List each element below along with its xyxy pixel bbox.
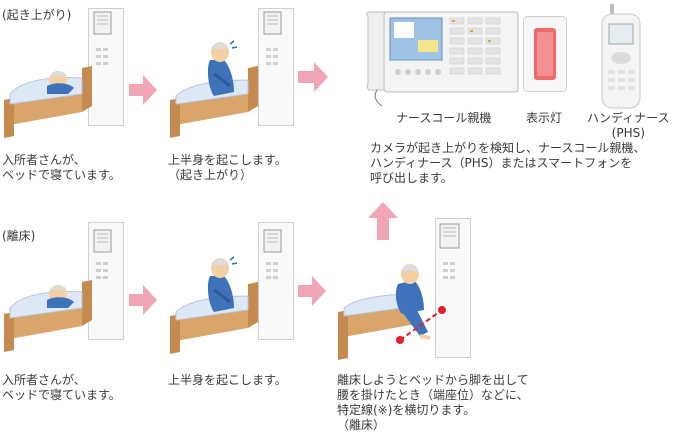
- phs-label: ハンディナース (PHS): [587, 111, 670, 140]
- wall-camera-panel-r1-1: [88, 8, 124, 126]
- flow-arrow-r2-1: [129, 285, 157, 315]
- bed-lying-illustration-r2: [4, 280, 92, 352]
- caption-r2-step3: 離床しようとベッドから脚を出して 腰を掛けたとき（端座位）などに、 特定線(※)…: [337, 373, 529, 432]
- section-label-leave: (離床): [2, 229, 36, 243]
- caption-r1-step2: 上半身を起こします。 （起き上がり）: [168, 153, 287, 182]
- flow-arrow-r1-2: [298, 62, 328, 92]
- nurse-call-master-unit: [366, 11, 519, 107]
- indicator-lamp: [523, 16, 567, 92]
- flow-arrow-up: [368, 202, 398, 240]
- caption-r2-step1: 入所者さんが、 ベッドで寝ています。: [2, 373, 121, 402]
- wall-camera-panel-r2-2: [258, 222, 294, 340]
- caption-r2-step2: 上半身を起こします。: [168, 373, 287, 387]
- bed-edge-sitting-illustration: [338, 264, 446, 360]
- bed-sitting-illustration-r1: [170, 40, 258, 138]
- caption-r1-step1: 入所者さんが、 ベッドで寝ています。: [2, 153, 121, 182]
- bed-lying-illustration-r1: [4, 66, 92, 138]
- phs-handset: [601, 4, 641, 109]
- wall-camera-panel-r1-2: [258, 8, 294, 126]
- wall-camera-panel-r2-1: [88, 222, 124, 340]
- notification-text: カメラが起き上がりを検知し、ナースコール親機、 ハンディナース（PHS）またはス…: [370, 141, 646, 185]
- flow-arrow-r1-1: [129, 75, 157, 105]
- nurse-call-label: ナースコール親機: [396, 111, 492, 125]
- section-label-getup: (起き上がり): [2, 8, 72, 22]
- indicator-lamp-label: 表示灯: [526, 111, 563, 125]
- bed-sitting-illustration-r2: [170, 256, 258, 354]
- wall-camera-panel-r2-3: [435, 218, 471, 358]
- flow-arrow-r2-2: [298, 276, 326, 306]
